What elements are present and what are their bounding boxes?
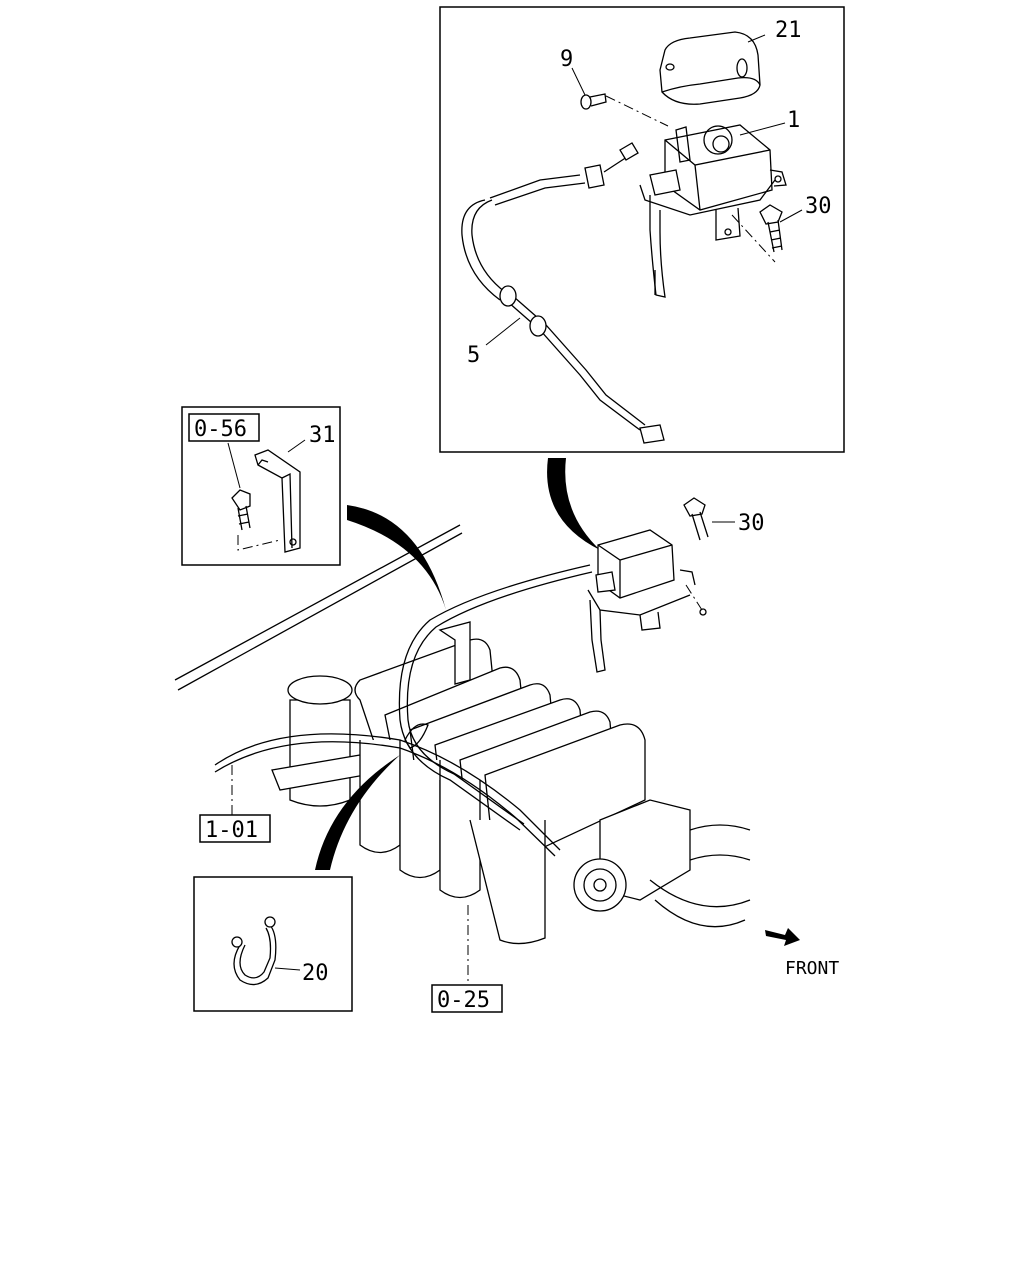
actuator-body (639, 124, 787, 298)
actuator-detail-inset: 21 9 1 30 5 (439, 6, 845, 453)
manifold-cylinder (271, 675, 366, 807)
ref-box-0-56 (188, 413, 260, 442)
throttle-cable (461, 142, 665, 444)
intake-manifold-assembly (174, 524, 751, 985)
part-number-1: 1 (787, 108, 800, 133)
inset-labels: 21 9 1 30 5 (467, 18, 832, 368)
ref-box-0-25 (431, 984, 503, 1013)
part-number-5: 5 (467, 343, 480, 368)
inset-frame (439, 6, 845, 453)
front-label: FRONT (785, 958, 839, 979)
bolt-30-main: 30 (683, 497, 765, 541)
part-number-20: 20 (302, 961, 329, 986)
throttle-body (573, 799, 751, 928)
detail-arrow-bracket (347, 505, 446, 610)
clip-inset-frame (193, 876, 353, 1012)
ref-label-0-25: 0-25 (437, 988, 490, 1013)
bracket-detail-inset: 0-56 31 (181, 406, 341, 566)
part-number-21: 21 (775, 18, 802, 43)
actuator-installed (587, 529, 707, 673)
ref-label-1-01: 1-01 (205, 818, 258, 843)
part-number-31: 31 (309, 423, 336, 448)
front-arrow-icon (765, 928, 800, 946)
screw-9 (580, 93, 669, 127)
actuator-cover (659, 31, 761, 105)
part-number-30-inset: 30 (805, 194, 832, 219)
part-number-9: 9 (560, 47, 573, 72)
detail-arrow-upper (547, 458, 600, 550)
bracket-inset-frame (181, 406, 341, 566)
detail-arrow-clip (315, 755, 400, 870)
ref-box-1-01 (199, 814, 271, 843)
bolt-30-inset (759, 204, 783, 253)
front-direction-indicator: FRONT (765, 928, 839, 979)
clip-detail-inset: 20 (193, 876, 353, 1012)
part-number-30-main: 30 (738, 511, 765, 536)
ref-label-0-56: 0-56 (194, 417, 247, 442)
